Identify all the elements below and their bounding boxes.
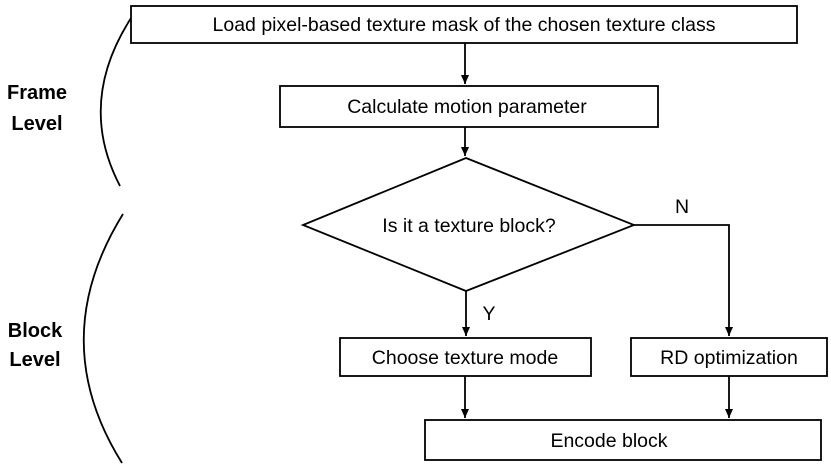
frame-level-label-line2: Level — [11, 113, 62, 135]
choose-texture-mode-label: Choose texture mode — [372, 347, 558, 369]
frame-level-label-line1: Frame — [7, 82, 67, 104]
texture-decision-label: Is it a texture block? — [382, 215, 556, 237]
rd-optimization-label: RD optimization — [660, 347, 798, 369]
load-mask-label: Load pixel-based texture mask of the cho… — [213, 14, 716, 36]
arrow-no-to-rd-optimization — [634, 224, 733, 336]
yes-branch-label: Y — [482, 303, 495, 325]
choose-texture-mode-box — [339, 337, 592, 377]
encode-block-label: Encode block — [550, 430, 667, 452]
load-mask-box — [130, 5, 798, 44]
block-level-label-line1: Block — [8, 320, 63, 342]
encode-block-box — [424, 419, 822, 461]
block-level-bracket — [82, 213, 124, 464]
frame-level-bracket — [99, 11, 136, 187]
calc-motion-box — [279, 85, 659, 128]
block-level-label-line2: Level — [9, 349, 60, 371]
rd-optimization-box — [630, 337, 828, 377]
calc-motion-label: Calculate motion parameter — [347, 96, 587, 118]
no-branch-label: N — [675, 196, 689, 218]
